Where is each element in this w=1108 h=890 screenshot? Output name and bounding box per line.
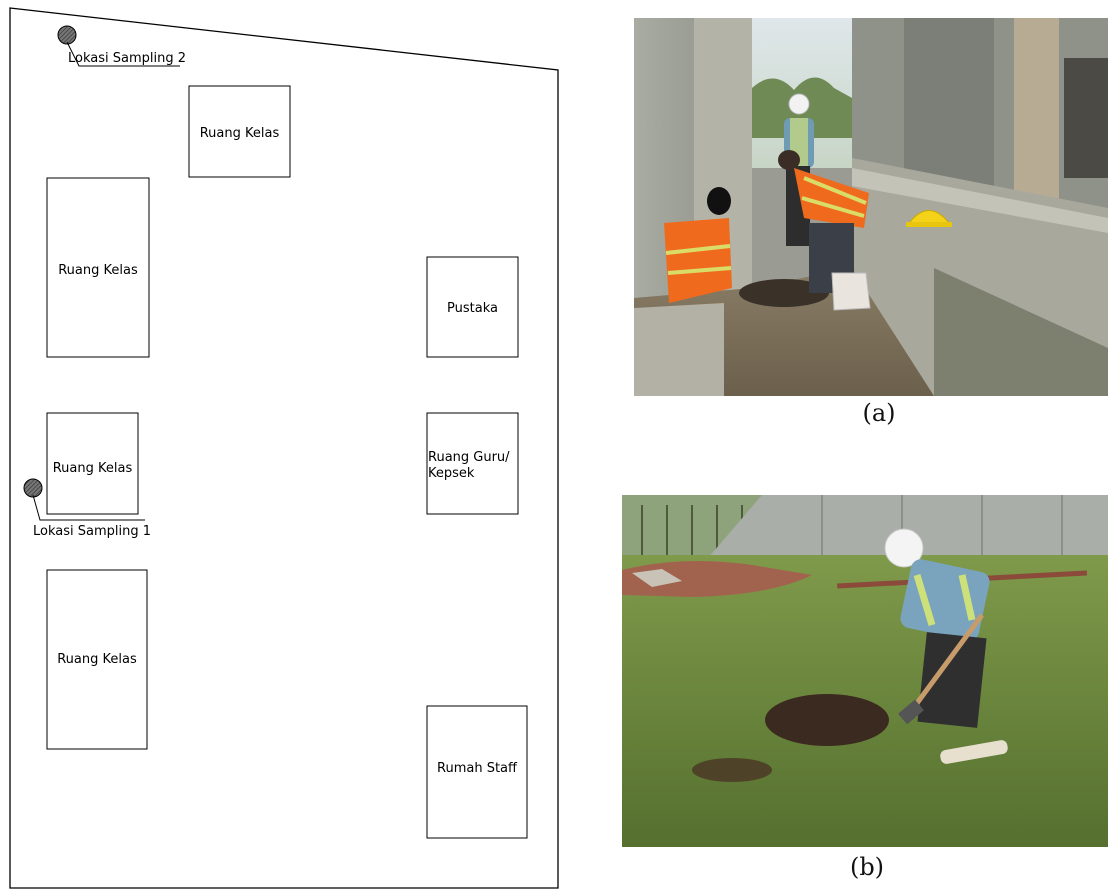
- photo-a: [634, 18, 1108, 396]
- site-plan: Ruang Kelas Ruang Kelas Ruang Kelas Ruan…: [9, 7, 559, 889]
- sampling-marker-icon: [23, 478, 43, 498]
- site-boundary: [9, 7, 559, 889]
- building-label: Ruang Kelas: [200, 126, 280, 141]
- building-rumah-staff: Rumah Staff: [426, 705, 528, 839]
- building-label: Ruang Kelas: [57, 652, 137, 667]
- photo-b-caption: (b): [849, 853, 885, 881]
- sampling-point-1: Lokasi Sampling 1: [23, 478, 151, 539]
- building-ruang-kelas-top: Ruang Kelas: [188, 85, 291, 178]
- sampling-label: Lokasi Sampling 1: [33, 524, 151, 539]
- building-label: Pustaka: [447, 301, 498, 316]
- building-label-line2: Kepsek: [428, 466, 475, 481]
- building-ruang-kelas-left-2: Ruang Kelas: [46, 412, 139, 515]
- sampling-label: Lokasi Sampling 2: [68, 51, 186, 66]
- building-ruang-kelas-left-3: Ruang Kelas: [46, 569, 148, 750]
- building-label: Ruang Kelas: [58, 263, 138, 278]
- building-ruang-guru: Ruang Guru/ Kepsek: [426, 412, 519, 515]
- photo-b-illustration: [622, 495, 1108, 847]
- sampling-point-2: Lokasi Sampling 2: [57, 25, 186, 67]
- building-label-line1: Ruang Guru/: [428, 450, 510, 465]
- building-label: Ruang Kelas: [53, 461, 133, 476]
- building-ruang-kelas-left-1: Ruang Kelas: [46, 177, 150, 358]
- photo-b: [622, 495, 1108, 847]
- building-pustaka: Pustaka: [426, 256, 519, 358]
- sampling-marker-icon: [57, 25, 77, 45]
- photo-a-illustration: [634, 18, 1108, 396]
- building-label: Rumah Staff: [437, 761, 518, 776]
- photo-a-caption: (a): [862, 399, 896, 427]
